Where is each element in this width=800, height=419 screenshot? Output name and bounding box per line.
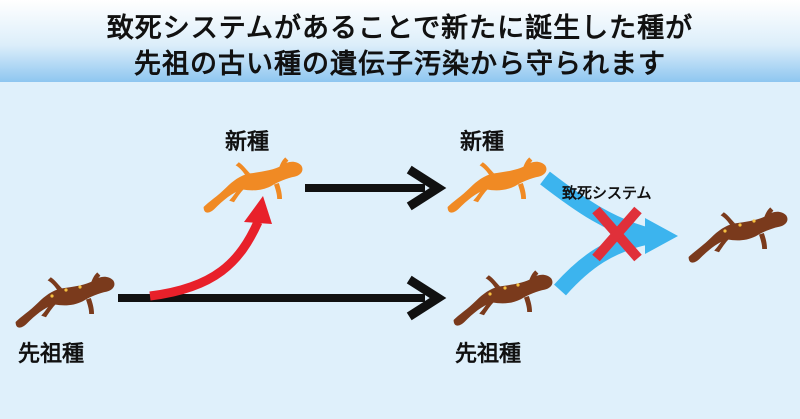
label-ancestor-species: 先祖種: [455, 342, 522, 367]
cross-icon: [592, 206, 642, 262]
title-line-2: 先祖の古い種の遺伝子汚染から守られます: [134, 49, 666, 80]
salamander-icon: [203, 157, 303, 213]
salamander-icon: [453, 270, 553, 326]
red-speciation-arrow: [149, 196, 272, 301]
label-new-species: 新種: [225, 130, 270, 155]
salamander-icon: [688, 207, 788, 263]
label-lethal-system: 致死システム: [562, 184, 652, 202]
salamander-icon: [15, 272, 115, 328]
title-banner: 致死システムがあることで新たに誕生した種が 先祖の古い種の遺伝子汚染から守られま…: [0, 0, 800, 82]
title-line-1: 致死システムがあることで新たに誕生した種が: [106, 13, 694, 44]
salamander-spots: [50, 219, 756, 298]
arrow-new-to-new: [305, 165, 447, 211]
label-new-species: 新種: [460, 130, 505, 155]
arrow-ancestor-to-ancestor: [118, 275, 447, 321]
label-ancestor-species: 先祖種: [18, 342, 85, 367]
salamander-icon: [447, 157, 547, 213]
